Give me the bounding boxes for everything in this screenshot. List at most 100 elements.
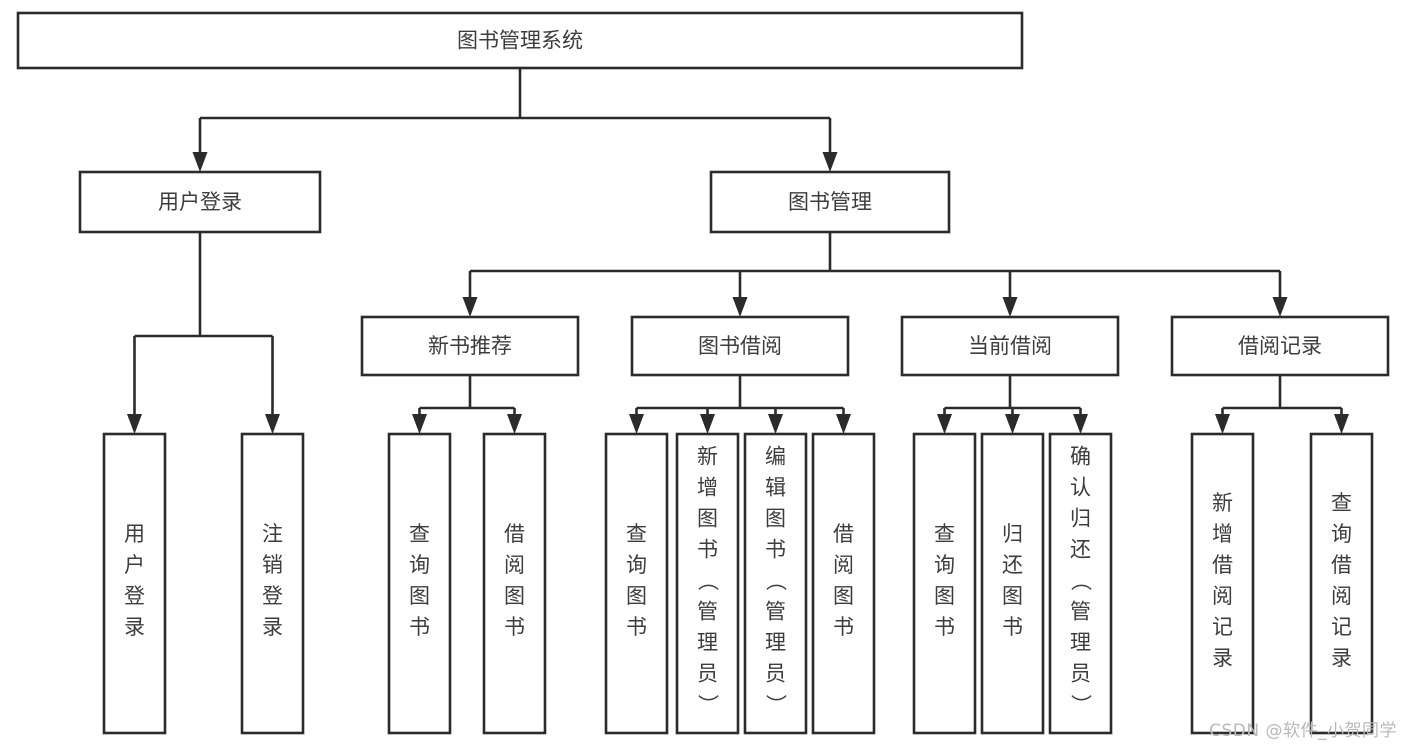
node-label-current-borrow: 当前借阅 (968, 334, 1052, 358)
node-label-char: （ (764, 570, 788, 591)
connector-group-book-manage (462, 232, 1288, 317)
connector-group-new-book-recommend (412, 375, 522, 434)
connector-group-current-borrow (937, 375, 1088, 434)
node-label-char: 阅 (833, 553, 854, 577)
node-root[interactable]: 图书管理系统 (16, 11, 1024, 70)
node-layer: 图书管理系统用户登录图书管理新书推荐图书借阅当前借阅借阅记录用户登录用户登录注销… (16, 11, 1390, 735)
node-leaf-query-book-recommend[interactable]: 查询图书查询图书 (387, 432, 452, 735)
node-label-char: 注 (262, 522, 283, 546)
node-label-root: 图书管理系统 (457, 29, 583, 53)
node-label-char: （ (696, 570, 720, 591)
node-box-leaf-edit-book[interactable] (743, 432, 808, 735)
node-leaf-add-borrow-record[interactable]: 新增借阅记录新增借阅记录 (1190, 432, 1255, 735)
connector-layer (127, 68, 1349, 434)
arrow-head-icon (836, 414, 851, 434)
arrow-head-icon (412, 414, 427, 434)
node-label-char: 还 (1070, 538, 1091, 562)
node-box-leaf-borrow-book-recommend[interactable] (482, 432, 547, 735)
arrow-head-icon (768, 414, 783, 434)
node-label-char: 用 (124, 522, 145, 546)
node-box-root[interactable] (16, 11, 1024, 70)
arrow-head-icon (192, 152, 208, 172)
node-label-char: 归 (1070, 507, 1091, 531)
node-book-borrow[interactable]: 图书借阅 (630, 315, 850, 377)
node-label-char: 确 (1070, 445, 1091, 469)
node-box-current-borrow[interactable] (900, 315, 1120, 377)
node-label-char: 借 (1331, 553, 1352, 577)
node-label-char: 查 (1331, 491, 1352, 515)
node-box-leaf-query-book-borrow[interactable] (604, 432, 669, 735)
node-label-char: 新 (1212, 491, 1233, 515)
arrow-head-icon (937, 414, 952, 434)
node-label-char: 增 (697, 476, 718, 500)
node-box-book-borrow[interactable] (630, 315, 850, 377)
node-label-char: 管 (697, 600, 718, 624)
node-label-char: 录 (124, 615, 145, 639)
node-label-char: 查 (626, 522, 647, 546)
node-book-manage[interactable]: 图书管理 (709, 170, 951, 234)
node-label-char: 增 (1212, 522, 1233, 546)
node-leaf-user-login[interactable]: 用户登录用户登录 (102, 432, 167, 735)
node-new-book-recommend[interactable]: 新书推荐 (360, 315, 580, 377)
node-borrow-record[interactable]: 借阅记录 (1170, 315, 1390, 377)
node-box-leaf-query-book-recommend[interactable] (387, 432, 452, 735)
node-label-char: ） (1069, 694, 1093, 715)
node-current-borrow[interactable]: 当前借阅 (900, 315, 1120, 377)
node-label-char: 书 (697, 538, 718, 562)
node-label-char: 图 (504, 584, 525, 608)
node-box-book-manage[interactable] (709, 170, 951, 234)
node-leaf-query-book-current[interactable]: 查询图书查询图书 (912, 432, 977, 735)
arrow-head-icon (1073, 414, 1088, 434)
node-box-leaf-add-book[interactable] (675, 432, 740, 735)
node-leaf-borrow-book-recommend[interactable]: 借阅图书借阅图书 (482, 432, 547, 735)
node-label-book-borrow: 图书借阅 (698, 334, 782, 358)
node-label-char: 书 (934, 615, 955, 639)
node-box-leaf-borrow-book[interactable] (811, 432, 876, 735)
node-label-char: 图 (765, 507, 786, 531)
node-leaf-query-book-borrow[interactable]: 查询图书查询图书 (604, 432, 669, 735)
connector-group-user-login (127, 232, 280, 434)
node-label-char: 查 (409, 522, 430, 546)
node-box-borrow-record[interactable] (1170, 315, 1390, 377)
node-label-char: 记 (1212, 615, 1233, 639)
node-box-new-book-recommend[interactable] (360, 315, 580, 377)
arrow-head-icon (629, 414, 644, 434)
node-box-leaf-query-book-current[interactable] (912, 432, 977, 735)
node-label-char: 书 (409, 615, 430, 639)
node-user-login[interactable]: 用户登录 (78, 170, 322, 234)
node-label-char: 借 (504, 522, 525, 546)
node-label-char: 理 (697, 631, 718, 655)
node-label-char: 登 (124, 584, 145, 608)
node-box-leaf-user-logout[interactable] (240, 432, 305, 735)
node-label-char: 新 (697, 445, 718, 469)
node-leaf-borrow-book[interactable]: 借阅图书借阅图书 (811, 432, 876, 735)
connector-group-borrow-record (1215, 375, 1349, 434)
node-leaf-user-logout[interactable]: 注销登录注销登录 (240, 432, 305, 735)
node-label-char: 认 (1070, 476, 1091, 500)
arrow-head-icon (127, 414, 142, 434)
node-box-leaf-return-book[interactable] (980, 432, 1045, 735)
node-label-char: 图 (833, 584, 854, 608)
watermark-text: CSDN @软件_小贺同学 (1209, 721, 1397, 741)
node-label-char: 归 (1002, 522, 1023, 546)
connector-group-root (192, 68, 838, 172)
node-label-char: 管 (765, 600, 786, 624)
node-label-char: 员 (1070, 662, 1091, 686)
node-box-leaf-confirm-return[interactable] (1048, 432, 1113, 735)
node-box-leaf-add-borrow-record[interactable] (1190, 432, 1255, 735)
node-box-user-login[interactable] (78, 170, 322, 234)
node-label-char: （ (1069, 570, 1093, 591)
node-leaf-query-borrow-record[interactable]: 查询借阅记录查询借阅记录 (1309, 432, 1374, 735)
node-leaf-return-book[interactable]: 归还图书归还图书 (980, 432, 1045, 735)
node-label-char: 询 (626, 553, 647, 577)
node-label-char: 还 (1002, 553, 1023, 577)
node-label-char: 询 (934, 553, 955, 577)
node-box-leaf-query-borrow-record[interactable] (1309, 432, 1374, 735)
arrow-head-icon (1272, 297, 1288, 317)
node-box-leaf-user-login[interactable] (102, 432, 167, 735)
node-label-char: 销 (262, 553, 283, 577)
node-label-char: 员 (765, 662, 786, 686)
